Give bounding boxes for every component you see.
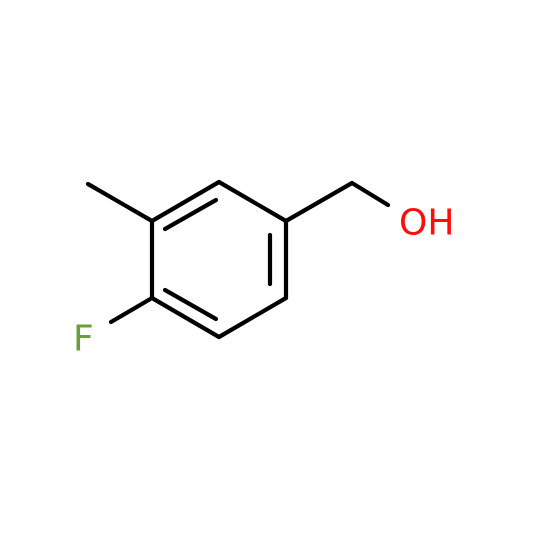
- ring-bond-c3-c4: [216, 295, 289, 340]
- bond-layer: [85, 179, 391, 340]
- ring-double-bond-inner-c4-c5: [162, 287, 219, 322]
- ch2-bond: [283, 180, 355, 224]
- ring-bond-c4-c5: [149, 295, 222, 340]
- fluorine-bond: [108, 295, 155, 325]
- ring-bond-c1-c2: [216, 179, 289, 224]
- oxygen-atom-label: OH: [399, 203, 454, 244]
- ring-double-bond-inner-c6-c1: [162, 197, 219, 232]
- atom-labels: OH F: [73, 203, 454, 360]
- fluorine-atom-label: F: [73, 319, 94, 360]
- ring-bond-c6-c1: [149, 179, 222, 224]
- hydroxyl-bond: [349, 180, 391, 208]
- methyl-bond: [85, 181, 155, 224]
